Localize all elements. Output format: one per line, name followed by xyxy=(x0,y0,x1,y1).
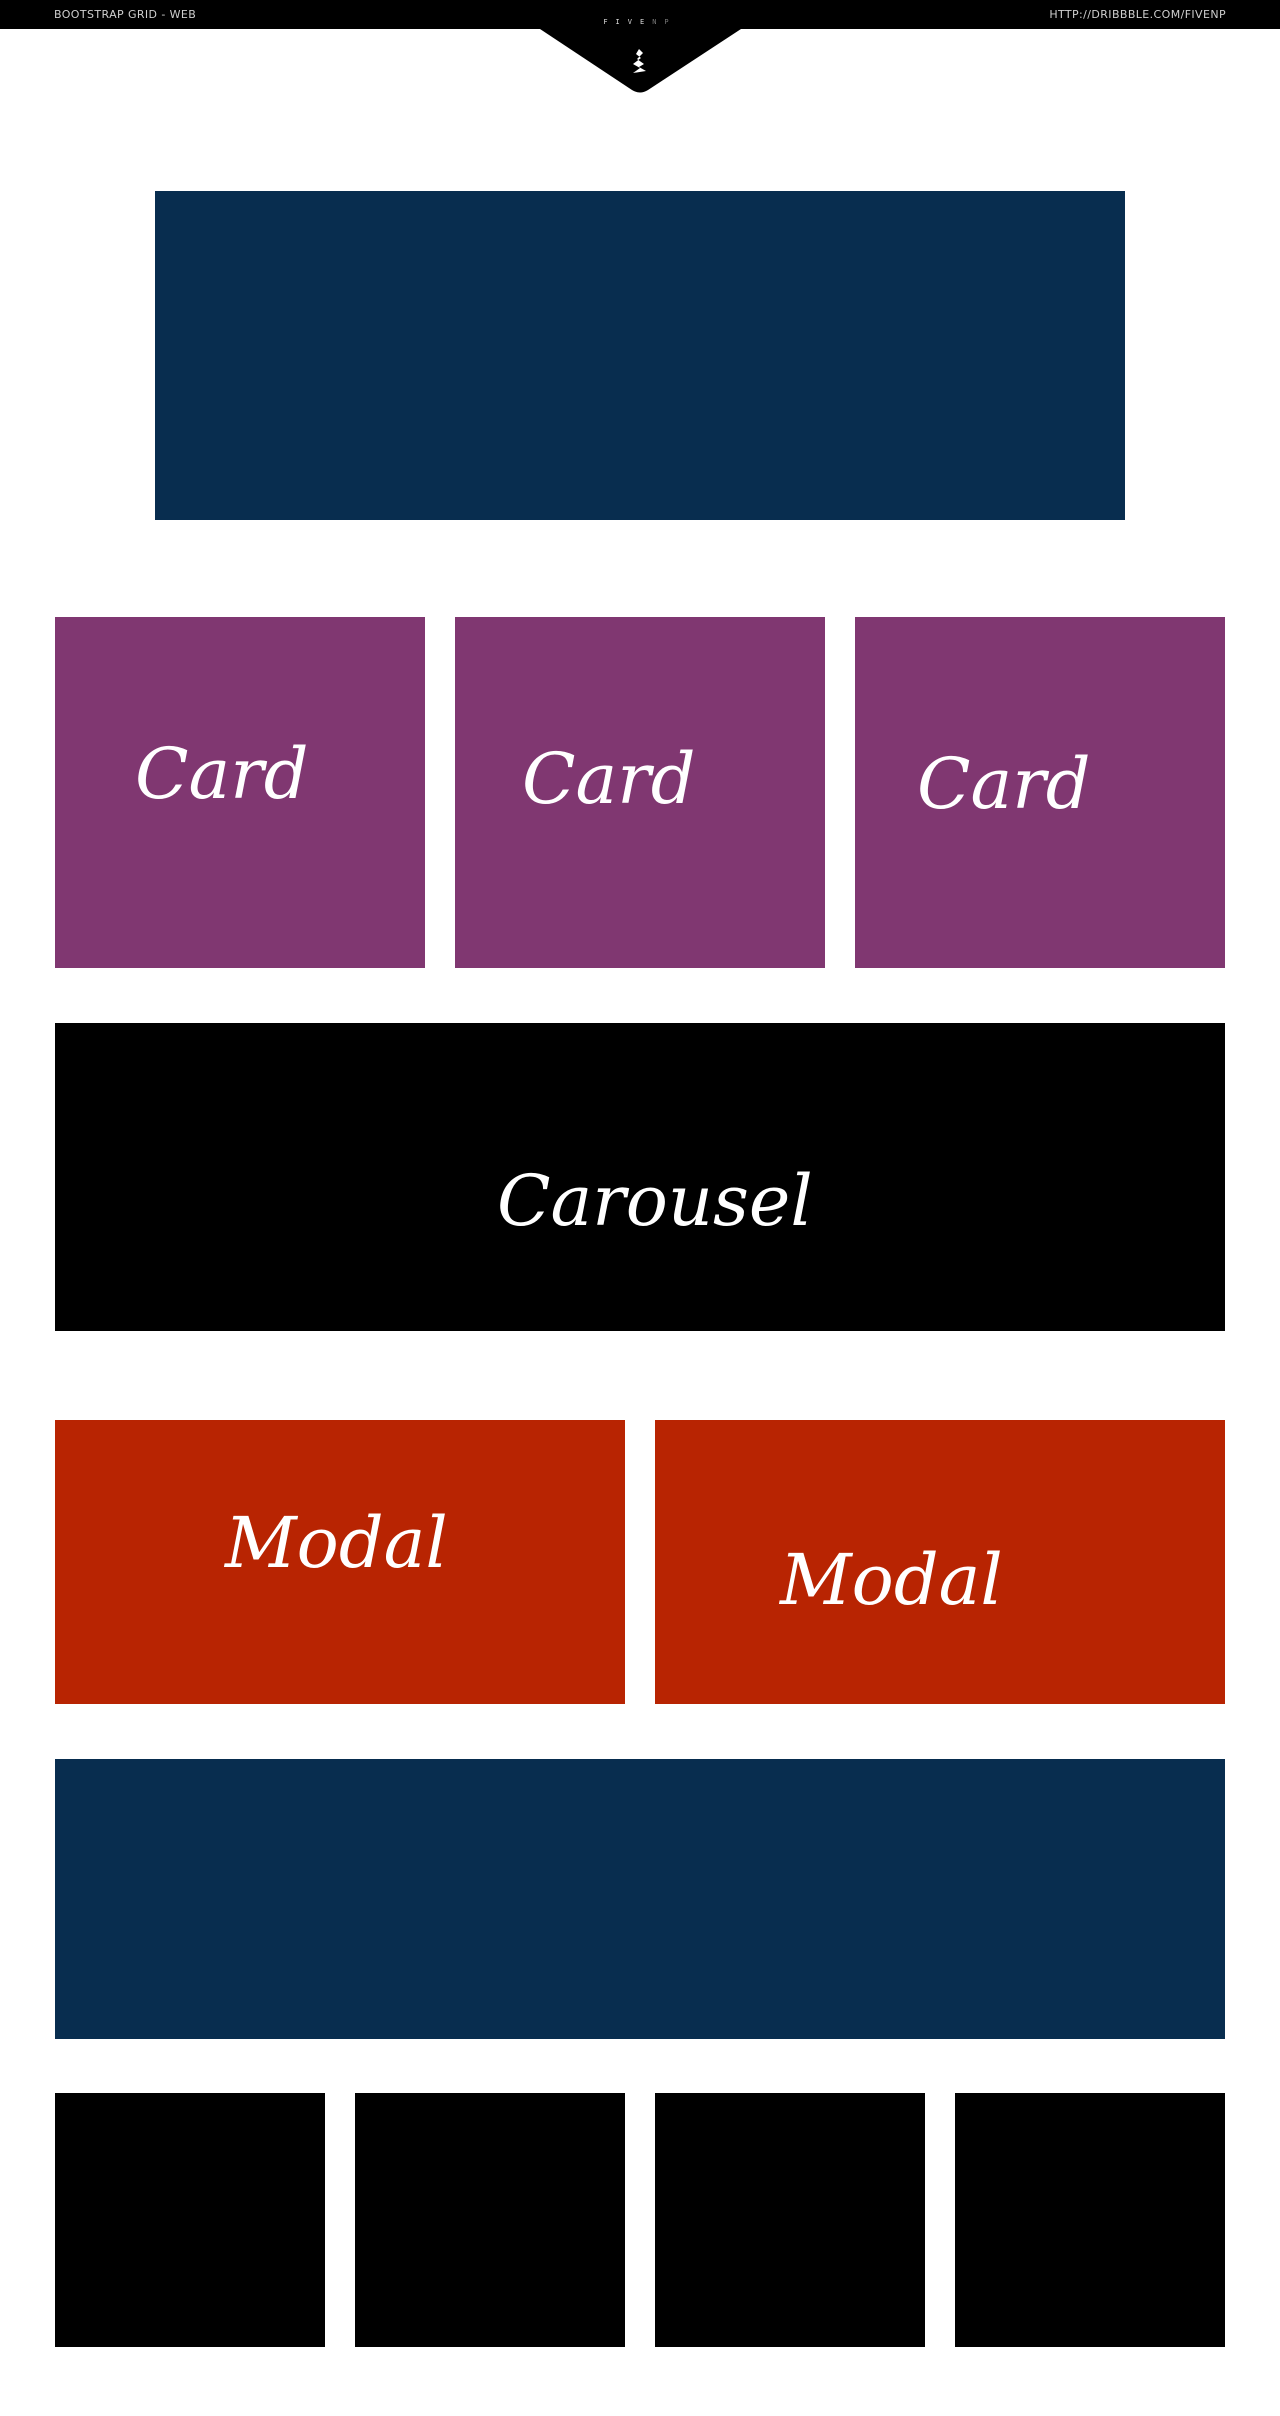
modal-1[interactable]: Modal xyxy=(55,1420,625,1704)
tile-2[interactable] xyxy=(355,2093,625,2347)
card-1[interactable]: Card xyxy=(55,617,425,968)
tile-1[interactable] xyxy=(55,2093,325,2347)
modal-label: Modal xyxy=(780,1539,1003,1621)
fivenp-logo-icon[interactable] xyxy=(627,47,653,75)
brand-main: FIVE xyxy=(603,18,653,26)
modal-label: Modal xyxy=(225,1502,448,1584)
dribbble-link[interactable]: HTTP://DRIBBBLE.COM/FIVENP xyxy=(1049,8,1226,21)
footer-banner xyxy=(55,1759,1225,2039)
card-label: Card xyxy=(522,738,696,820)
page-title: BOOTSTRAP GRID - WEB xyxy=(54,8,197,21)
brand-tail: NP xyxy=(652,18,677,26)
card-label: Card xyxy=(917,743,1091,825)
hero-block xyxy=(155,191,1125,520)
tile-3[interactable] xyxy=(655,2093,925,2347)
brand-wordmark[interactable]: FIVENP xyxy=(540,18,740,26)
brand-notch xyxy=(540,0,741,93)
carousel[interactable]: Carousel xyxy=(55,1023,1225,1331)
tile-4[interactable] xyxy=(955,2093,1225,2347)
card-3[interactable]: Card xyxy=(855,617,1225,968)
card-label: Card xyxy=(135,733,309,815)
modal-2[interactable]: Modal xyxy=(655,1420,1225,1704)
carousel-label: Carousel xyxy=(497,1160,813,1242)
card-2[interactable]: Card xyxy=(455,617,825,968)
